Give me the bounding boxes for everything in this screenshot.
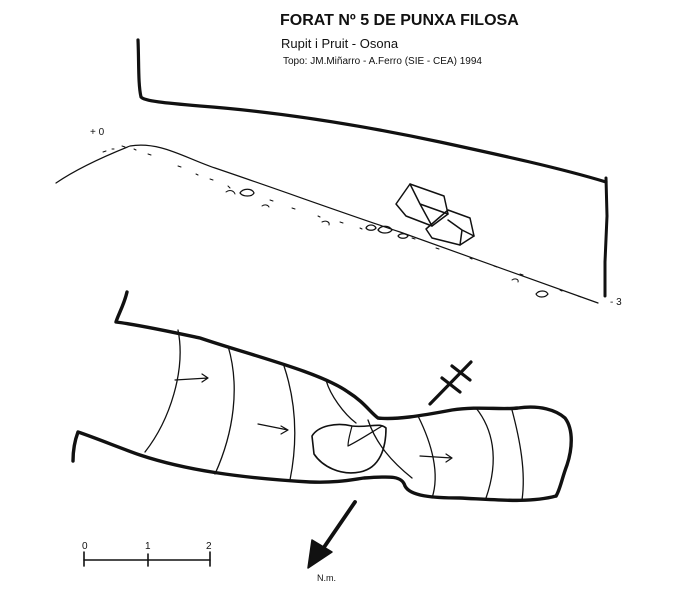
plan-flow-arrows — [174, 373, 453, 463]
scale-bar — [83, 551, 211, 567]
north-arrow-label: N.m. — [317, 573, 336, 583]
section-boulders — [395, 183, 475, 246]
section-line-marker — [428, 360, 473, 406]
plan-contours — [144, 329, 524, 501]
section-stone — [535, 290, 549, 298]
section-bottom-depth-label: - 3 — [610, 297, 622, 308]
section-gravel — [102, 145, 582, 298]
plan-boulder — [311, 423, 387, 474]
section-stone — [377, 225, 393, 234]
scale-tick-label: 1 — [145, 541, 151, 552]
section-stone — [239, 188, 255, 197]
section-right-wall — [603, 176, 609, 298]
section-ceiling-wall — [136, 38, 608, 184]
north-arrow-icon — [307, 500, 357, 569]
scale-tick-label: 0 — [82, 541, 88, 552]
plan-boulder-edge — [347, 425, 383, 447]
map-location: Rupit i Pruit - Osona — [281, 36, 399, 51]
plan-upper-wall — [114, 290, 573, 498]
section-stone — [397, 233, 409, 239]
survey-credit: Topo: JM.Miñarro - A.Ferro (SIE - CEA) 1… — [283, 56, 482, 67]
map-title: FORAT Nº 5 DE PUNXA FILOSA — [280, 12, 519, 29]
plan-lower-wall — [71, 430, 558, 503]
section-floor-slope — [55, 144, 599, 304]
scale-tick-label: 2 — [206, 541, 212, 552]
section-top-depth-label: + 0 — [90, 127, 105, 138]
section-stone — [365, 224, 377, 231]
